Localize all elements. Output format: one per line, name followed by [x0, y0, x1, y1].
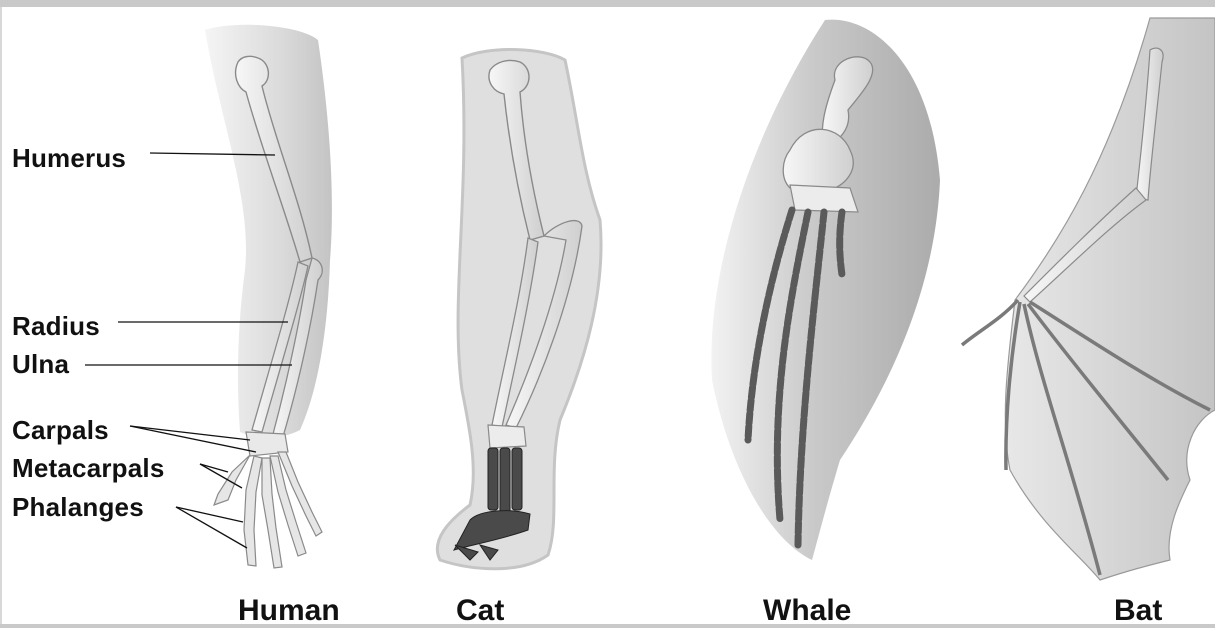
whale-label: Whale: [763, 596, 851, 626]
humerus-label: Humerus: [12, 145, 126, 171]
phalanges-leader-1: [176, 507, 243, 522]
human-arm: [205, 25, 332, 568]
cat-leg: [437, 50, 601, 569]
ulna-label: Ulna: [12, 351, 69, 377]
phalanges-leader-2: [176, 507, 247, 548]
bat-label: Bat: [1114, 596, 1162, 626]
human-hand-bones: [214, 452, 322, 568]
bottom-border: [0, 624, 1215, 628]
bat-wing-membrane: [1005, 18, 1215, 580]
metacarpals-leader-1: [200, 464, 228, 472]
carpals-label: Carpals: [12, 417, 109, 443]
cat-carpals-bones: [488, 425, 526, 448]
whale-flipper-silhouette: [711, 20, 940, 560]
phalanges-label: Phalanges: [12, 494, 144, 520]
whale-carpals-bones: [790, 185, 858, 212]
bat-wing: [962, 18, 1215, 580]
human-label: Human: [238, 596, 340, 626]
metacarpals-label: Metacarpals: [12, 455, 165, 481]
radius-label: Radius: [12, 313, 100, 339]
cat-label: Cat: [456, 596, 504, 626]
whale-flipper: [711, 20, 940, 560]
